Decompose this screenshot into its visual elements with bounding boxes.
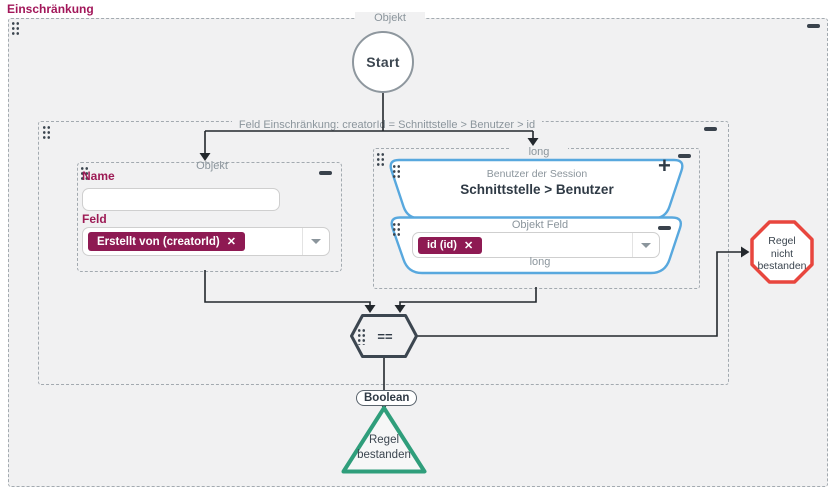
selected-id-tag[interactable]: id (id) ✕ xyxy=(418,236,483,254)
drag-handle-icon[interactable] xyxy=(392,222,400,237)
name-field-label: Name xyxy=(82,169,115,183)
drag-handle-icon[interactable] xyxy=(376,152,384,167)
object-field-select[interactable]: id (id) ✕ xyxy=(412,232,660,258)
drag-handle-icon[interactable] xyxy=(42,125,50,140)
minus-icon xyxy=(658,225,671,231)
remove-tag-icon[interactable]: ✕ xyxy=(226,236,236,248)
feld-select[interactable]: Erstellt von (creatorId) ✕ xyxy=(82,227,330,256)
equals-node-label[interactable]: == xyxy=(377,329,393,344)
minus-icon xyxy=(678,153,691,159)
session-node-title[interactable]: Schnittstelle > Benutzer xyxy=(460,182,614,197)
outer-container-type-label: Objekt xyxy=(355,12,425,25)
feld-select-value: Erstellt von (creatorId) ✕ xyxy=(83,232,302,251)
minus-icon xyxy=(319,170,332,176)
caret-down-icon xyxy=(641,242,651,248)
drag-handle-icon[interactable] xyxy=(392,164,400,179)
drag-handle-icon[interactable] xyxy=(11,21,19,36)
session-node-subtitle: Benutzer der Session xyxy=(486,168,588,180)
boolean-type-label: Boolean xyxy=(364,392,410,404)
selected-field-tag-label: Erstellt von (creatorId) xyxy=(97,235,220,248)
expand-button[interactable]: + xyxy=(658,155,671,177)
name-input[interactable] xyxy=(82,188,280,211)
boolean-type-badge: Boolean xyxy=(356,390,418,406)
rule-passed-node[interactable]: Regel bestanden xyxy=(344,433,424,463)
drag-handle-icon[interactable] xyxy=(80,166,88,181)
page-title: Einschränkung xyxy=(7,2,94,16)
minus-icon xyxy=(807,23,820,29)
collapse-button[interactable] xyxy=(704,124,720,134)
feld-select-caret-button[interactable] xyxy=(302,228,329,255)
field-constraint-title: Feld Einschränkung: creatorId = Schnitts… xyxy=(232,119,542,132)
rule-passed-line2: bestanden xyxy=(357,449,411,461)
start-node-label: Start xyxy=(366,54,400,70)
drag-handle-icon[interactable] xyxy=(357,328,365,345)
object-field-select-value: id (id) ✕ xyxy=(413,236,632,254)
object-field-result-type-label: long xyxy=(529,256,551,268)
feld-field-label: Feld xyxy=(82,212,107,226)
start-node[interactable]: Start xyxy=(352,31,414,93)
selected-field-tag[interactable]: Erstellt von (creatorId) ✕ xyxy=(88,232,245,251)
object-field-node-label: Objekt Feld xyxy=(511,219,569,231)
object-field-select-caret-button[interactable] xyxy=(632,233,659,257)
rule-passed-line1: Regel xyxy=(368,434,400,446)
caret-down-icon xyxy=(311,239,321,244)
rule-failed-line3: bestanden xyxy=(757,260,807,272)
selected-id-tag-label: id (id) xyxy=(427,239,457,251)
long-box-type-label: long xyxy=(510,146,568,159)
collapse-button[interactable] xyxy=(678,151,694,161)
collapse-button[interactable] xyxy=(807,21,823,31)
collapse-button[interactable] xyxy=(319,168,335,178)
rule-failed-line1: Regel xyxy=(768,235,796,247)
remove-tag-icon[interactable]: ✕ xyxy=(463,239,474,252)
rule-failed-node[interactable]: Regel nicht bestanden xyxy=(742,235,822,273)
plus-icon: + xyxy=(658,153,671,178)
minus-icon xyxy=(704,126,717,132)
object-box-type-label: Objekt xyxy=(196,160,228,172)
rule-failed-line2: nicht xyxy=(770,247,794,260)
collapse-button[interactable] xyxy=(658,223,674,233)
